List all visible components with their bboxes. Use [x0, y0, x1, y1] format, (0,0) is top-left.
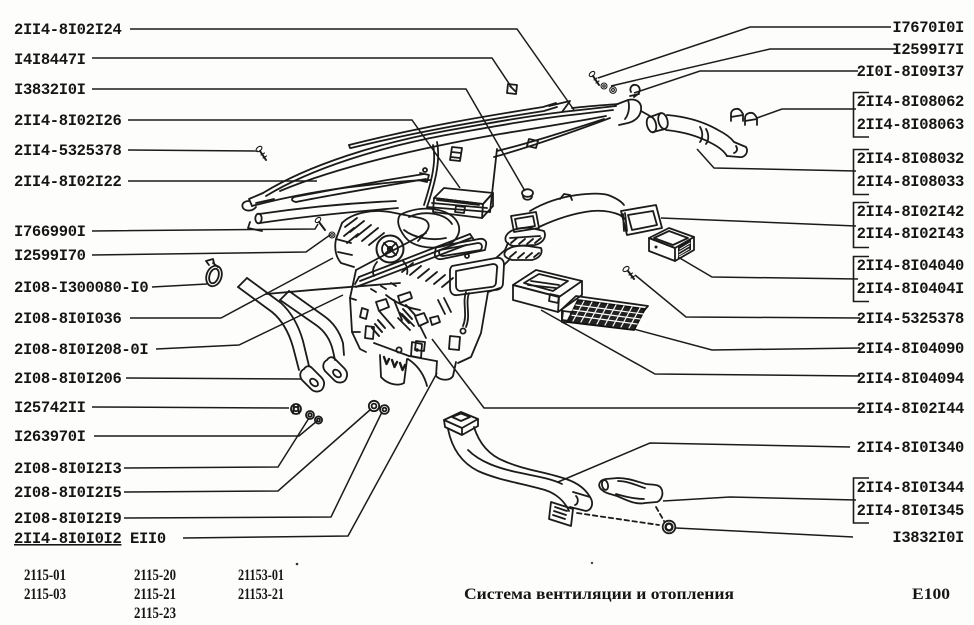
svg-text:2II4-5325378: 2II4-5325378: [14, 142, 121, 160]
svg-text:2II4-8I02I26: 2II4-8I02I26: [14, 112, 121, 130]
svg-text:I7670I0I: I7670I0I: [892, 19, 964, 37]
svg-text:2II4-8I04090: 2II4-8I04090: [857, 340, 964, 358]
svg-text:2II4-8I0I344: 2II4-8I0I344: [857, 479, 964, 497]
svg-text:I2599I7I: I2599I7I: [892, 41, 964, 59]
svg-text:2II4-8I02I44: 2II4-8I02I44: [857, 400, 964, 418]
svg-text:21153-01: 21153-01: [238, 567, 284, 584]
svg-text:2115-21: 2115-21: [134, 586, 176, 603]
svg-text:2II4-8I0I340: 2II4-8I0I340: [857, 439, 964, 457]
svg-text:2115-20: 2115-20: [134, 567, 176, 584]
svg-text:I25742II: I25742II: [14, 399, 86, 417]
svg-text:2II4-8I04040: 2II4-8I04040: [857, 257, 964, 275]
svg-text:2II4-8I08033: 2II4-8I08033: [857, 173, 964, 191]
svg-text:2115-01: 2115-01: [24, 567, 66, 584]
svg-text:2I08-8I0I2I5: 2I08-8I0I2I5: [14, 484, 121, 502]
svg-text:I766990I: I766990I: [14, 223, 86, 241]
svg-text:2115-03: 2115-03: [24, 586, 66, 603]
svg-text:2II4-8I0I0I2: 2II4-8I0I0I2: [14, 530, 121, 548]
svg-text:2II4-8I04094: 2II4-8I04094: [857, 370, 964, 388]
svg-text:2I08-8I0I206: 2I08-8I0I206: [14, 370, 121, 388]
svg-text:2II4-8I0I345: 2II4-8I0I345: [857, 502, 964, 520]
svg-text:2115-23: 2115-23: [134, 605, 176, 622]
svg-text:2II4-5325378: 2II4-5325378: [857, 310, 964, 328]
svg-text:2I08-8I0I2I3: 2I08-8I0I2I3: [14, 460, 121, 478]
svg-text:I3832I0I: I3832I0I: [892, 529, 964, 547]
svg-text:Система вентиляции и отопления: Система вентиляции и отопления: [464, 586, 734, 603]
svg-text:2II4-8I08062: 2II4-8I08062: [857, 93, 964, 111]
svg-text:2II4-8I08032: 2II4-8I08032: [857, 150, 964, 168]
svg-text:2II4-8I02I43: 2II4-8I02I43: [857, 225, 964, 243]
svg-text:2I08-8I0I2I9: 2I08-8I0I2I9: [14, 510, 121, 528]
svg-text:I2599I70: I2599I70: [14, 247, 86, 265]
svg-text:21153-21: 21153-21: [238, 586, 284, 603]
svg-text:2II4-8I02I42: 2II4-8I02I42: [857, 203, 964, 221]
svg-text:2II4-8I0404I: 2II4-8I0404I: [857, 280, 964, 298]
svg-text:I3832I0I: I3832I0I: [14, 81, 86, 99]
svg-text:E100: E100: [912, 586, 950, 603]
svg-text:2II4-8I02I24: 2II4-8I02I24: [14, 21, 121, 39]
svg-text:2II4-8I08063: 2II4-8I08063: [857, 116, 964, 134]
svg-text:2I08-8I0I208-0I: 2I08-8I0I208-0I: [14, 341, 148, 359]
svg-text:2I0I-8I09I37: 2I0I-8I09I37: [857, 63, 964, 81]
svg-text:I263970I: I263970I: [14, 428, 86, 446]
svg-text:2I08-8I0I036: 2I08-8I0I036: [14, 310, 121, 328]
svg-text:EII0: EII0: [130, 530, 166, 548]
svg-text:2I08-I300080-I0: 2I08-I300080-I0: [14, 279, 148, 297]
svg-text:I4I8447I: I4I8447I: [14, 51, 86, 69]
svg-text:2II4-8I02I22: 2II4-8I02I22: [14, 173, 121, 191]
